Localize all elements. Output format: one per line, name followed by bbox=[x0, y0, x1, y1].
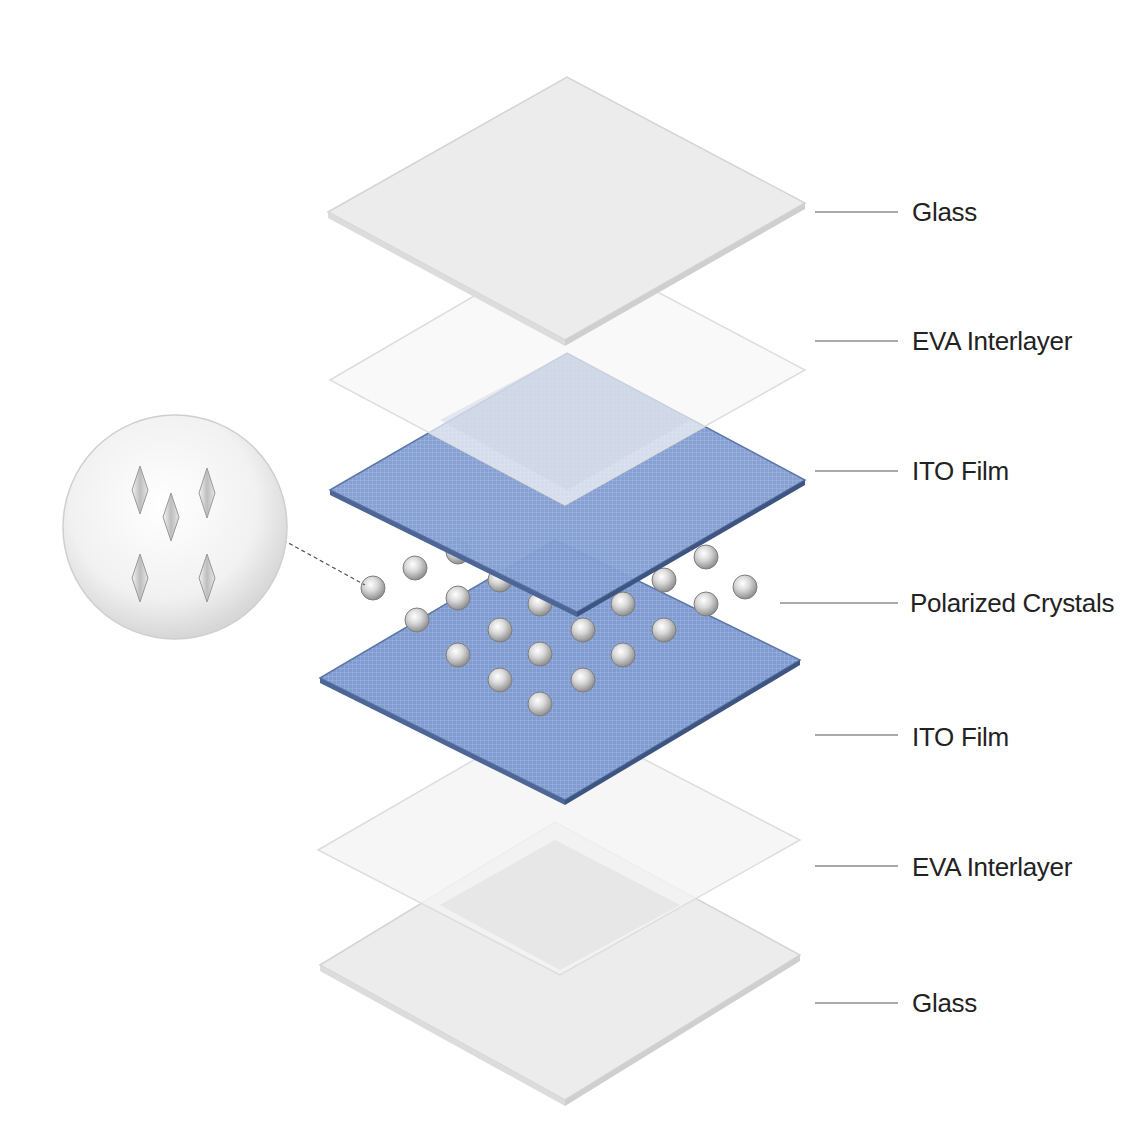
crystal-sphere bbox=[652, 568, 676, 592]
crystal-sphere bbox=[488, 618, 512, 642]
ito-edge bbox=[320, 678, 565, 805]
leader-line bbox=[815, 1002, 898, 1003]
crystal-sphere bbox=[403, 556, 427, 580]
crystal-sphere bbox=[528, 642, 552, 666]
crystal-sphere bbox=[652, 618, 676, 642]
glass-plate bbox=[328, 77, 805, 340]
crystal-sphere bbox=[446, 586, 470, 610]
crystal-shape bbox=[199, 554, 215, 602]
part-name: Polarized Crystals bbox=[910, 588, 1114, 619]
crystal-sphere bbox=[361, 576, 385, 600]
ito-edge bbox=[565, 660, 800, 805]
crystal-sphere bbox=[733, 575, 757, 599]
leader-line bbox=[815, 734, 898, 735]
crystal-sphere bbox=[446, 643, 470, 667]
magnified-inset bbox=[63, 415, 287, 639]
leader-lines bbox=[780, 212, 898, 1003]
glass-edge bbox=[328, 212, 565, 346]
part-name: Glass bbox=[912, 988, 977, 1019]
ito-edge bbox=[577, 480, 805, 617]
part-name: ITO Film bbox=[912, 456, 1009, 487]
leader-line bbox=[815, 211, 898, 212]
crystal-sphere bbox=[488, 668, 512, 692]
leader-line bbox=[815, 340, 898, 341]
crystal-shape bbox=[132, 466, 148, 514]
leader-line bbox=[780, 602, 898, 603]
eva-overlap bbox=[440, 840, 680, 970]
glass-edge bbox=[320, 965, 565, 1106]
leader-line bbox=[815, 865, 898, 866]
leader-line bbox=[815, 470, 898, 471]
part-name: EVA Interlayer bbox=[912, 852, 1072, 883]
glass-edge bbox=[565, 203, 805, 346]
callout-leader bbox=[283, 540, 365, 585]
glass-edge bbox=[565, 955, 800, 1106]
crystal-sphere bbox=[611, 592, 635, 616]
crystal-sphere bbox=[694, 592, 718, 616]
crystal-sphere bbox=[611, 643, 635, 667]
crystal-sphere bbox=[571, 668, 595, 692]
crystal-detail bbox=[132, 466, 215, 602]
crystal-shape bbox=[163, 493, 179, 541]
crystal-sphere bbox=[528, 692, 552, 716]
crystal-shape bbox=[132, 554, 148, 602]
part-name: ITO Film bbox=[912, 722, 1009, 753]
crystal-sphere bbox=[405, 608, 429, 632]
crystal-sphere bbox=[571, 618, 595, 642]
crystal-sphere bbox=[694, 545, 718, 569]
part-name: EVA Interlayer bbox=[912, 326, 1072, 357]
ito-edge bbox=[330, 490, 577, 617]
part-name: Glass bbox=[912, 197, 977, 228]
crystal-shape bbox=[199, 468, 215, 518]
